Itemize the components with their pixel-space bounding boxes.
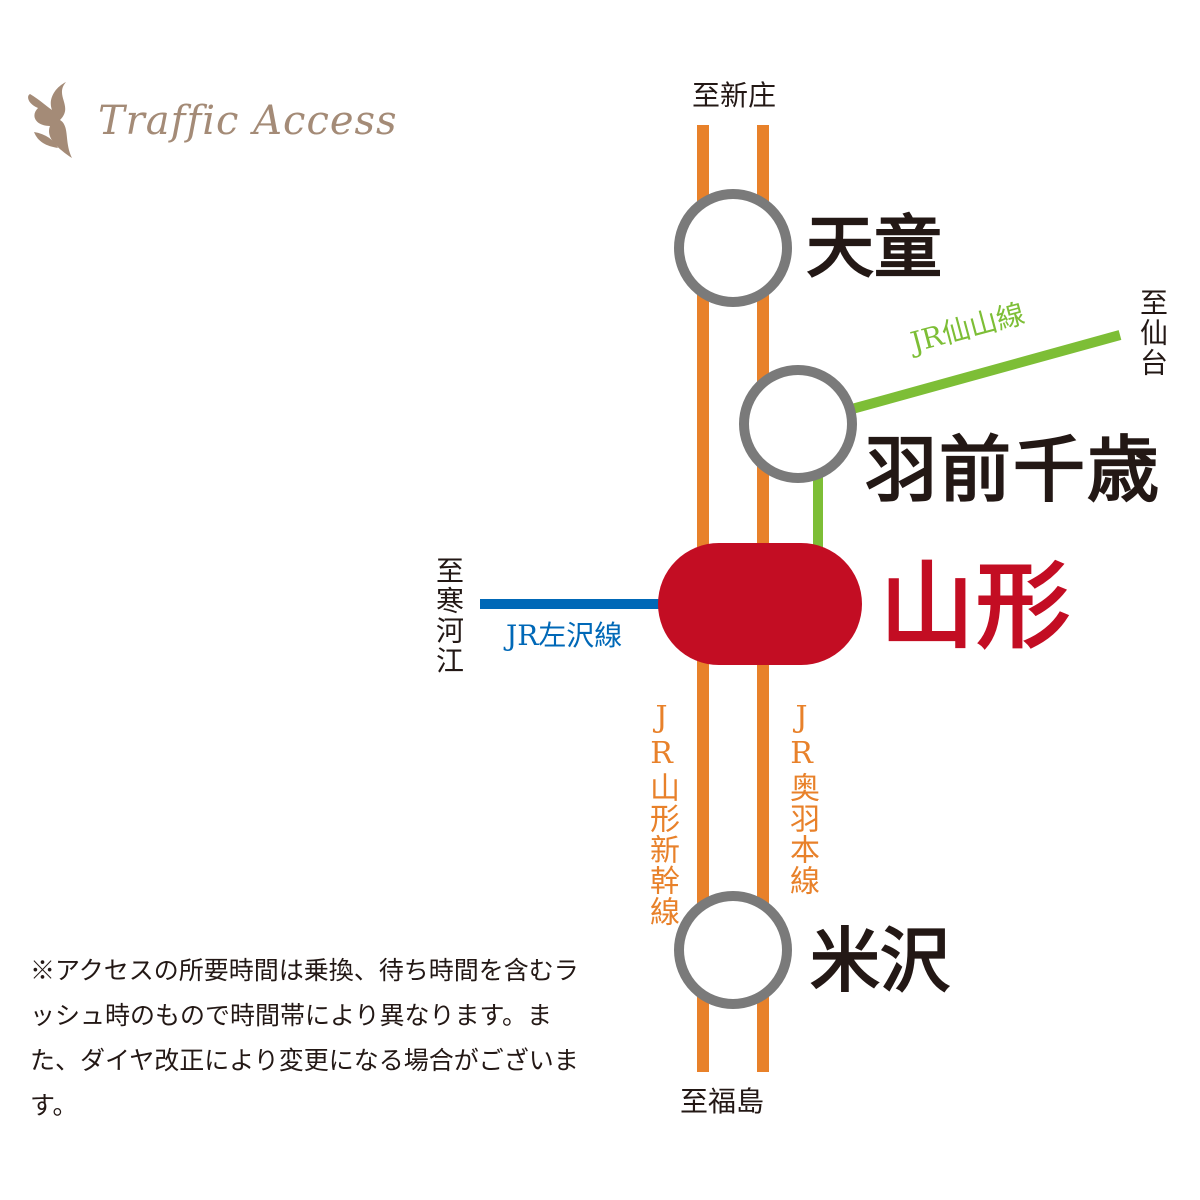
station-marker-tendo	[674, 189, 792, 307]
senzan-line	[850, 330, 1122, 414]
line-label-ou: JR奥羽本線	[784, 700, 819, 896]
leaf-ornament-icon	[28, 82, 72, 158]
destination-north: 至新庄	[692, 79, 777, 112]
destination-south: 至福島	[680, 1085, 765, 1118]
destination-east: 至仙台	[1136, 288, 1169, 378]
line-label-aterazawa: JR左沢線	[506, 619, 623, 652]
destination-west: 至寒河江	[432, 556, 465, 676]
station-marker-uzen-chitose	[739, 365, 857, 483]
station-marker-yonezawa	[674, 891, 792, 1009]
station-label-uzen-chitose: 羽前千歳	[865, 427, 1162, 512]
station-label-yamagata: 山形	[880, 552, 1073, 662]
logo: Traffic Access	[24, 76, 398, 166]
station-label-tendo: 天童	[806, 208, 943, 288]
line-label-shinkansen: JR山形新幹線	[644, 700, 679, 927]
logo-text: Traffic Access	[98, 98, 398, 144]
station-marker-yamagata	[658, 543, 862, 665]
access-note: ※アクセスの所要時間は乗換、待ち時間を含むラッシュ時のもので時間帯により異なりま…	[30, 956, 579, 1120]
station-label-yonezawa: 米沢	[810, 919, 950, 1002]
